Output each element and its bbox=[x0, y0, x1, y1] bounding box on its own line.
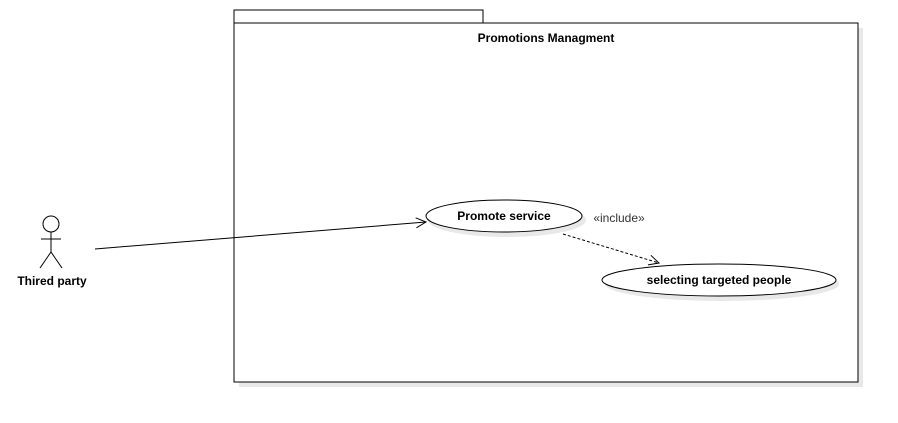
package-tab bbox=[233, 9, 484, 25]
use-case-label: Promote service bbox=[457, 209, 551, 223]
use-case-label: selecting targeted people bbox=[647, 273, 792, 287]
use-case-ellipse bbox=[601, 263, 837, 297]
actor-thired-party[interactable]: Thired party bbox=[17, 215, 87, 288]
association-line[interactable] bbox=[94, 222, 426, 250]
package-frame[interactable]: Promotions Managment bbox=[233, 9, 863, 387]
package-title: Promotions Managment bbox=[478, 31, 615, 45]
include-dependency-line[interactable] bbox=[562, 233, 659, 263]
include-stereotype-label: «include» bbox=[593, 211, 645, 225]
use-case-promote-service[interactable]: Promote service bbox=[425, 199, 586, 237]
stick-figure-icon bbox=[39, 215, 63, 269]
use-case-ellipse bbox=[425, 199, 583, 233]
use-case-selecting-targeted-people[interactable]: selecting targeted people bbox=[601, 263, 839, 301]
actor-label: Thired party bbox=[17, 274, 87, 288]
